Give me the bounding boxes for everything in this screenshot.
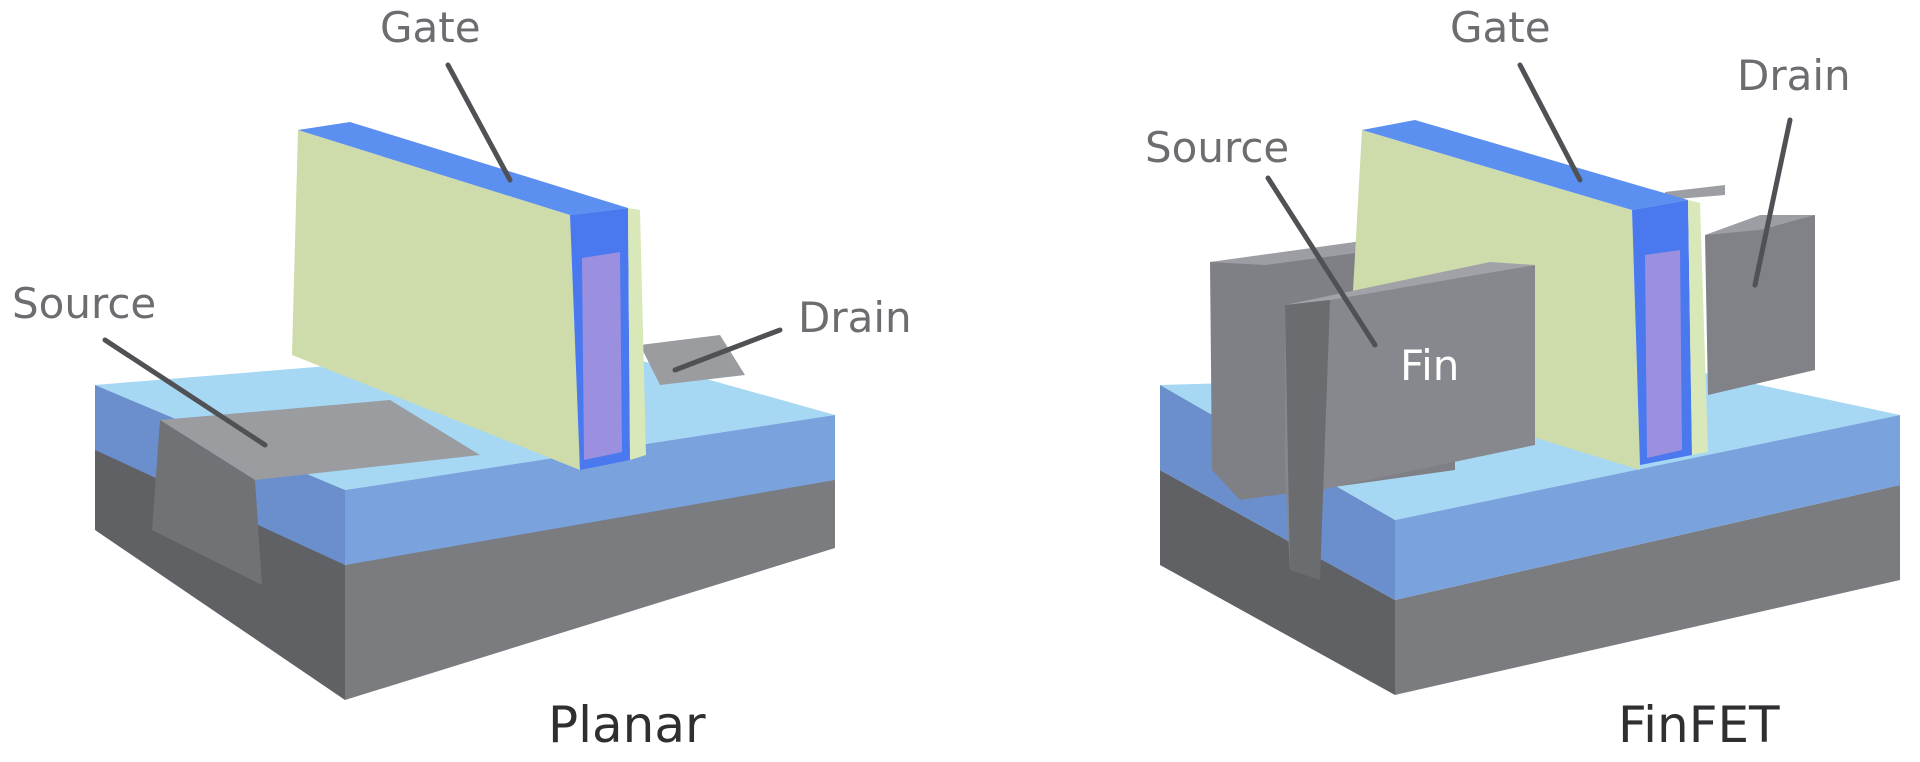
finfet-substrate-front [1160,470,1395,695]
finfet-drain-leader [1752,117,1793,288]
finfet-gate-leader [1517,62,1583,183]
planar-gate-label: Gate [380,3,481,52]
finfet-gate-label: Gate [1450,3,1551,52]
finfet-source-fin2-front [1285,300,1330,580]
planar-oxide-side [345,415,835,565]
planar-gate-leader [445,62,513,183]
finfet-back-fin-top [1665,185,1725,200]
finfet-source-leader [1265,175,1378,348]
finfet-drain-fin-top [1705,215,1815,235]
finfet-oxide-side [1395,415,1900,600]
finfet-drain-fin-face [1705,215,1815,395]
planar-gate-spacer [628,208,646,460]
finfet-source-fin2-face [1285,265,1535,570]
finfet-source-label: Source [1145,123,1289,172]
planar-source-label: Source [12,279,156,328]
planar-transistor: Gate Source Drain Planar [12,3,912,754]
finfet-gate-spacer [1688,200,1708,455]
planar-drain-region-top [640,335,745,385]
finfet-gate-side-purple [1645,250,1682,458]
planar-gate-side-purple [582,252,622,460]
finfet-transistor: Gate Source Drain Fin FinFET [1145,3,1900,754]
planar-drain-label: Drain [798,293,912,342]
planar-source-region-top [160,400,480,480]
planar-gate-top [298,122,628,215]
planar-title: Planar [548,696,706,754]
planar-drain-leader [672,327,783,373]
finfet-drain-label: Drain [1737,51,1851,100]
finfet-gate-top [1362,120,1688,210]
finfet-substrate-side [1395,485,1900,695]
finfet-source-fin2-top [1285,262,1535,305]
planar-source-region-front [152,420,262,585]
finfet-fin-label: Fin [1400,341,1459,390]
planar-gate-face [292,130,580,470]
planar-source-leader [102,337,268,448]
finfet-title: FinFET [1618,696,1780,754]
